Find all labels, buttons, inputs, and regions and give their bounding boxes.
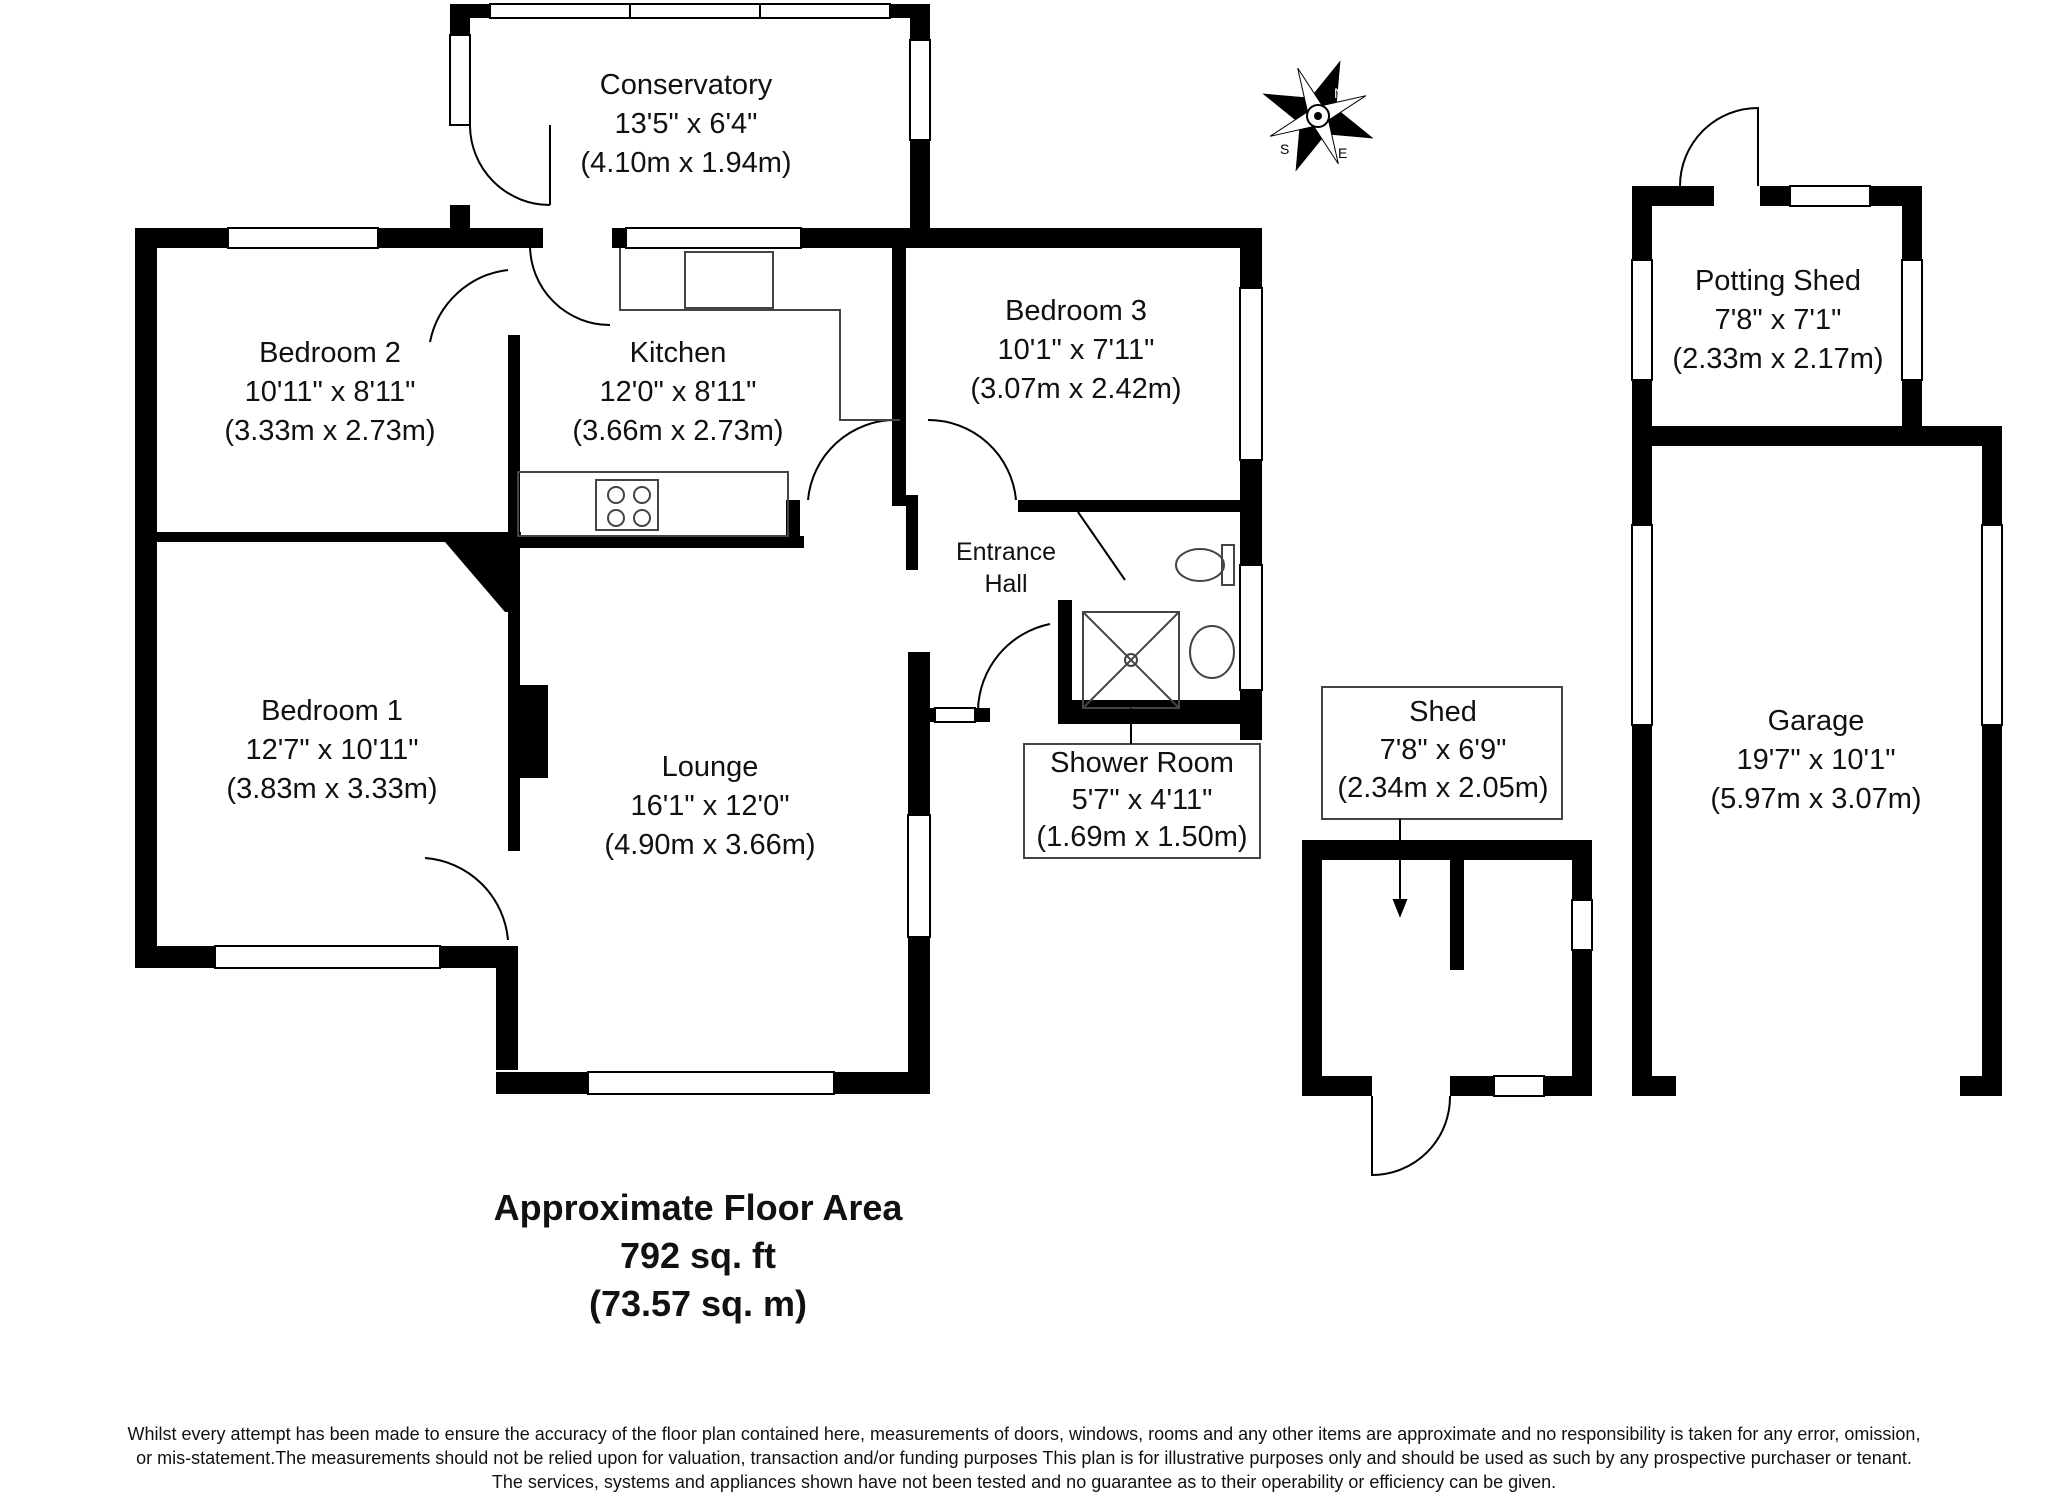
- kitchen-imperial: 12'0" x 8'11": [600, 376, 757, 408]
- compass-north: N: [1334, 85, 1344, 101]
- shower-fixtures: [1082, 544, 1235, 709]
- kitchen-name: Kitchen: [630, 337, 727, 369]
- outbuilding-windows: [1631, 185, 2003, 726]
- floor-area-title: Approximate Floor Area: [494, 1187, 904, 1228]
- disclaimer: Whilst every attempt has been made to en…: [0, 1422, 2048, 1494]
- disclaimer-line2: or mis-statement.The measurements should…: [136, 1448, 1912, 1468]
- shower-room-label-box: [1023, 743, 1261, 859]
- floor-area-sqft: 792 sq. ft: [620, 1235, 776, 1276]
- potting-shed-name: Potting Shed: [1695, 265, 1861, 297]
- shed-metric: (2.34m x 2.05m): [1337, 772, 1548, 804]
- garage-name: Garage: [1768, 705, 1865, 737]
- shed-walls: [1302, 840, 1592, 1096]
- bedroom1-metric: (3.83m x 3.33m): [226, 773, 437, 805]
- potting-shed-door: [1679, 106, 1759, 187]
- kitchen-metric: (3.66m x 2.73m): [572, 415, 783, 447]
- compass-east: E: [1338, 145, 1347, 161]
- conservatory-metric: (4.10m x 1.94m): [580, 147, 791, 179]
- lounge-imperial: 16'1" x 12'0": [630, 790, 789, 822]
- shower-room-metric: (1.69m x 1.50m): [1036, 821, 1247, 853]
- conservatory-name: Conservatory: [600, 69, 773, 101]
- shed-name: Shed: [1409, 696, 1477, 728]
- door-swings: [424, 124, 1126, 941]
- lounge-name: Lounge: [662, 751, 759, 783]
- potting-shed-metric: (2.33m x 2.17m): [1672, 343, 1883, 375]
- disclaimer-line1: Whilst every attempt has been made to en…: [127, 1424, 1921, 1444]
- bedroom2-metric: (3.33m x 2.73m): [224, 415, 435, 447]
- compass-west: W: [1288, 81, 1302, 97]
- shed-door: [1321, 686, 1563, 1177]
- bedroom1-name: Bedroom 1: [261, 695, 403, 727]
- bedroom3-imperial: 10'1" x 7'11": [998, 334, 1155, 366]
- bedroom3-metric: (3.07m x 2.42m): [970, 373, 1181, 405]
- floor-area-sqm: (73.57 sq. m): [589, 1283, 807, 1324]
- shower-room-imperial: 5'7" x 4'11": [1072, 784, 1213, 816]
- kitchen-units: [517, 248, 900, 537]
- bedroom1-imperial: 12'7" x 10'11": [245, 734, 418, 766]
- lounge-metric: (4.90m x 3.66m): [604, 829, 815, 861]
- garage-imperial: 19'7" x 10'1": [1736, 744, 1895, 776]
- bedroom3-name: Bedroom 3: [1005, 295, 1147, 327]
- conservatory-imperial: 13'5" x 6'4": [615, 108, 758, 140]
- entrance-hall-line1: Entrance: [956, 538, 1056, 566]
- compass: N E S W: [1262, 60, 1374, 172]
- bedroom2-name: Bedroom 2: [259, 337, 401, 369]
- shed-imperial: 7'8" x 6'9": [1380, 734, 1507, 766]
- compass-south: S: [1280, 141, 1289, 157]
- garage-metric: (5.97m x 3.07m): [1710, 783, 1921, 815]
- bedroom2-imperial: 10'11" x 8'11": [245, 376, 416, 408]
- windows: [214, 3, 1263, 1095]
- shower-room-name: Shower Room: [1050, 747, 1234, 779]
- entrance-hall-line2: Hall: [984, 570, 1027, 598]
- potting-shed-imperial: 7'8" x 7'1": [1715, 304, 1842, 336]
- disclaimer-line3: The services, systems and appliances sho…: [491, 1472, 1557, 1492]
- shed-windows: [1493, 899, 1593, 1097]
